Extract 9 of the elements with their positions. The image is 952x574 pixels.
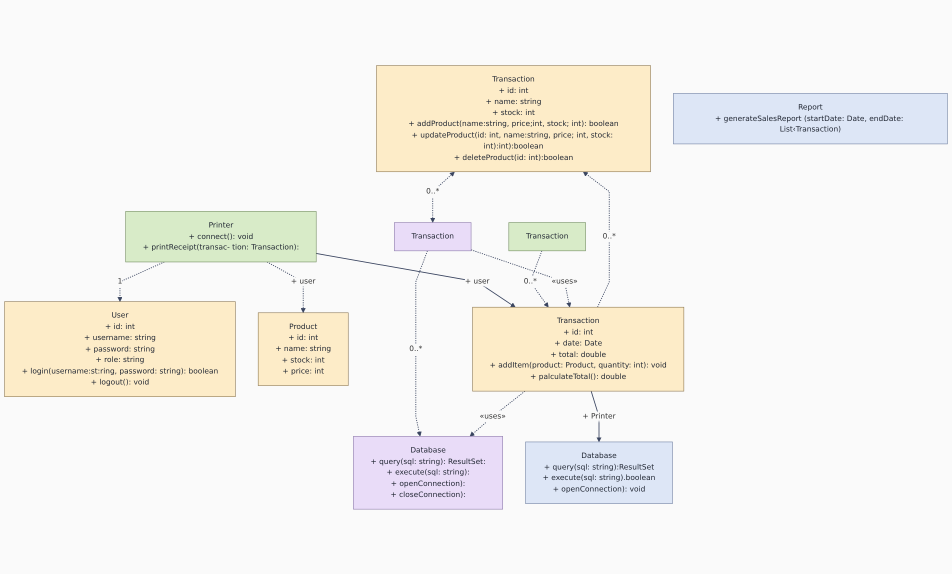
arrow bbox=[582, 171, 610, 308]
arrow bbox=[117, 261, 165, 302]
arrow bbox=[266, 261, 306, 313]
arrow bbox=[470, 390, 526, 436]
arrow bbox=[316, 252, 516, 308]
arrow bbox=[530, 250, 549, 308]
arrow bbox=[470, 249, 572, 308]
arrow bbox=[430, 171, 455, 222]
arrow bbox=[415, 250, 428, 436]
